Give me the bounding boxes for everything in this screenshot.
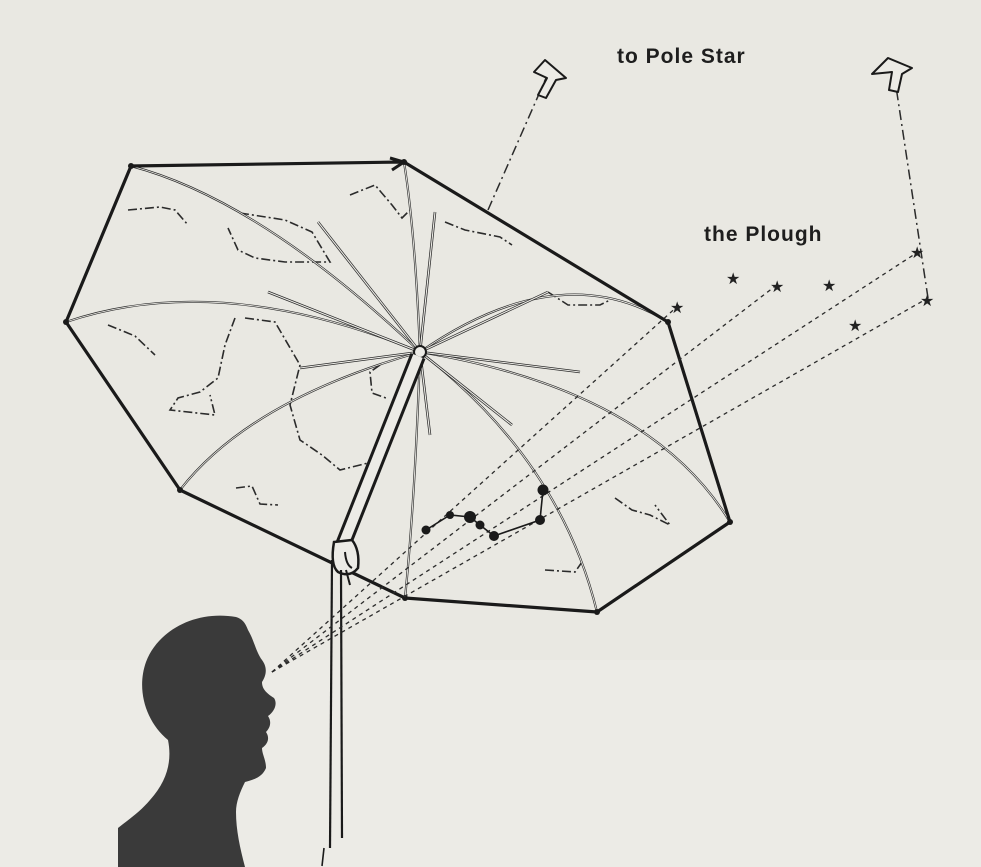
star-icon: ★ <box>726 269 740 288</box>
star-icon: ★ <box>848 316 862 335</box>
plough-label: the Plough <box>704 223 823 247</box>
star-icon: ★ <box>822 276 836 295</box>
star-icon: ★ <box>920 291 934 310</box>
paper-background <box>0 0 981 660</box>
pole-star-label: to Pole Star <box>617 45 746 69</box>
star-icon: ★ <box>670 298 684 317</box>
star-icon: ★ <box>910 243 924 262</box>
star-icon: ★ <box>770 277 784 296</box>
